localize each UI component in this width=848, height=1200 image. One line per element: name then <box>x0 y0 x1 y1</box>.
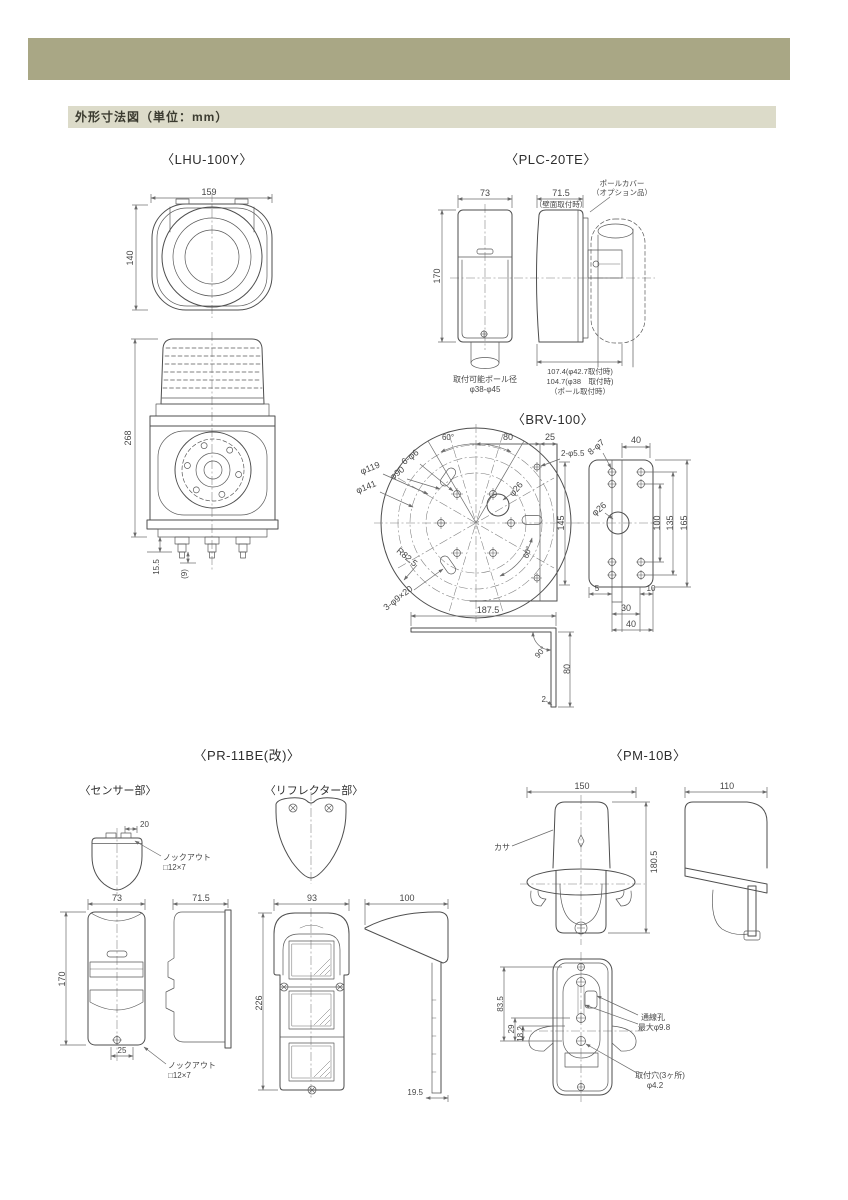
plc-side-view: 71.5 （壁面取付時） ポールカバー （オプション品） 107.4(φ42.7… <box>535 179 652 396</box>
pm-rear-view: 83.5 29 18.2 通線孔 最大φ9.8 取付穴(3ヶ所) φ4.2 <box>496 952 685 1102</box>
pr-dim-73: 73 <box>112 893 122 903</box>
brv-dim-r825: R82.5 <box>395 545 420 568</box>
pr-knockout-4: □12×7 <box>168 1071 191 1080</box>
brv-dim-6holes: 6-φ6 <box>399 447 420 466</box>
lhu-100y-drawing: 〈LHU-100Y〉 159 140 <box>123 152 279 579</box>
plc-wall-note: （壁面取付時） <box>535 199 588 209</box>
pr-reflector-front-view: 93 226 <box>254 893 350 1100</box>
section-title-bar: 外形寸法図（単位：mm） <box>68 106 776 128</box>
pm-side-view: 110 <box>684 781 768 941</box>
pm-title: 〈PM-10B〉 <box>610 748 687 763</box>
pm-wire-hole-size: 最大φ9.8 <box>638 1022 671 1032</box>
lhu-connectors <box>174 536 251 559</box>
brv-dim-165: 165 <box>679 515 689 530</box>
plc-20te-drawing: 〈PLC-20TE〉 73 170 取付可能ポール径 φ38-φ45 <box>432 152 655 396</box>
pm-mount-hole-size: φ4.2 <box>647 1081 664 1090</box>
pm-dim-182: 18.2 <box>516 1026 525 1042</box>
brv-dim-135: 135 <box>665 515 675 530</box>
brv-dim-90deg: 90° <box>533 645 548 660</box>
plc-pole-cover-1: ポールカバー <box>600 179 645 188</box>
pr-sensor-title: 〈センサー部〉 <box>80 783 157 797</box>
lhu-dim-lead: 15.5 <box>152 559 161 575</box>
brv-dim-80: 80 <box>503 432 513 442</box>
plc-dim-height: 170 <box>432 268 442 283</box>
pr-dim-226: 226 <box>254 995 264 1010</box>
brv-dim-30: 30 <box>621 603 631 613</box>
brv-dim-5: 5 <box>595 584 600 593</box>
brv-dim-2holes: 2-φ5.5 <box>561 449 585 458</box>
lhu-top-view: 159 140 <box>125 187 273 318</box>
pr-knockout-1: ノックアウト <box>163 853 211 862</box>
pm-dim-110: 110 <box>720 781 734 791</box>
pm-dim-835: 83.5 <box>496 996 505 1012</box>
pr-title: 〈PR-11BE(改)〉 <box>194 748 301 763</box>
brv-dim-dia90: φ90 <box>388 464 407 482</box>
pm-wire-hole-label: 通線孔 <box>641 1012 665 1022</box>
brv-dim-145: 145 <box>556 515 566 530</box>
brv-dim-60deg-b: 60° <box>521 545 533 559</box>
brv-dim-40b: 40 <box>626 619 636 629</box>
brv-bracket-side-view: 187.5 90° 80 2 <box>410 605 574 708</box>
pr-knockout-3: ノックアウト <box>168 1061 216 1070</box>
brv-dim-60deg: 60° <box>442 433 454 442</box>
brv-dim-slots: 3-φ9×20 <box>381 584 414 613</box>
plc-mount-dim-3: （ポール取付時） <box>550 386 610 396</box>
lhu-dim-width: 159 <box>201 187 216 197</box>
brv-dim-10: 10 <box>647 584 656 593</box>
section-title: 外形寸法図（単位：mm） <box>75 110 229 124</box>
pr-sensor-top-view: 20 ノックアウト □12×7 <box>91 820 211 896</box>
pm-dim-29: 29 <box>507 1024 516 1033</box>
plc-title: 〈PLC-20TE〉 <box>505 152 597 167</box>
brv-dim-40t: 40 <box>631 435 641 445</box>
lhu-side-view: 268 15.5 (9) <box>123 332 279 579</box>
pm-mount-hole-label: 取付穴(3ヶ所) <box>635 1070 685 1080</box>
brv-dim-25: 25 <box>545 432 555 442</box>
plc-mount-dim-1: 107.4(φ42.7取付時) <box>547 366 613 376</box>
pm-front-view: 150 カサ 180.5 <box>494 781 659 945</box>
lhu-dim-height: 140 <box>125 250 135 265</box>
brv-dim-1875: 187.5 <box>477 605 500 615</box>
plc-pole-note-2: φ38-φ45 <box>470 385 501 394</box>
pr-dim-170: 170 <box>57 971 67 986</box>
brv-dim-dia26b: φ26 <box>590 500 609 518</box>
lhu-dim-lead2: (9) <box>180 569 189 579</box>
plc-mount-dim-2: 104.7(φ38 取付時) <box>547 376 614 386</box>
pm-10b-drawing: 〈PM-10B〉 150 カサ 180.5 110 <box>494 748 768 1102</box>
pr-dim-93: 93 <box>307 893 317 903</box>
brv-plate-front-view: 60° 80 25 2-φ5.5 6-φ6 φ90 φ119 φ141 φ26 … <box>354 424 585 622</box>
brv-dim-dia119: φ119 <box>359 460 381 477</box>
brv-dim-dia141: φ141 <box>354 478 377 495</box>
plc-front-view: 73 170 取付可能ポール径 φ38-φ45 <box>432 188 655 394</box>
plc-pole-note-1: 取付可能ポール径 <box>453 374 517 384</box>
brv-dim-80b: 80 <box>562 664 572 674</box>
plc-dim-depth: 71.5 <box>552 188 570 198</box>
pm-dim-150: 150 <box>574 781 589 791</box>
pr-reflector-title: 〈リフレクター部〉 <box>265 783 364 797</box>
lhu-dim-total: 268 <box>123 430 133 445</box>
brv-title: 〈BRV-100〉 <box>512 412 594 427</box>
top-banner <box>28 38 790 80</box>
pr-knockout-2: □12×7 <box>163 863 186 872</box>
pr-sensor-front-view: 73 170 25 ノックアウト □12×7 <box>57 893 216 1080</box>
pr-11be-drawing: 〈PR-11BE(改)〉 〈センサー部〉 〈リフレクター部〉 20 ノックアウト… <box>57 748 449 1102</box>
brv-100-drawing: 〈BRV-100〉 60° 80 25 2-φ5.5 <box>354 412 691 708</box>
pr-dim-20: 20 <box>140 820 149 829</box>
brv-plate-side-view: 8-φ7 φ26 40 100 135 165 5 10 30 40 <box>575 435 691 632</box>
plc-pole-cover-2: （オプション品） <box>592 188 652 197</box>
pr-dim-715: 71.5 <box>192 893 210 903</box>
pr-sensor-side-view: 71.5 <box>165 893 232 1049</box>
brv-dim-2: 2 <box>542 695 547 704</box>
lhu-title: 〈LHU-100Y〉 <box>161 152 253 167</box>
pm-kasa-label: カサ <box>494 843 510 852</box>
brv-dim-100: 100 <box>652 515 662 530</box>
pr-reflector-top-view <box>275 792 347 884</box>
pr-dim-195: 19.5 <box>407 1088 423 1097</box>
brv-dim-dia26: φ26 <box>507 480 525 499</box>
pr-dim-25: 25 <box>118 1046 127 1055</box>
pr-reflector-side-view: 100 19.5 <box>364 893 449 1102</box>
pm-dim-1805: 180.5 <box>649 851 659 874</box>
pr-dim-100: 100 <box>399 893 414 903</box>
plc-dim-width: 73 <box>480 188 490 198</box>
